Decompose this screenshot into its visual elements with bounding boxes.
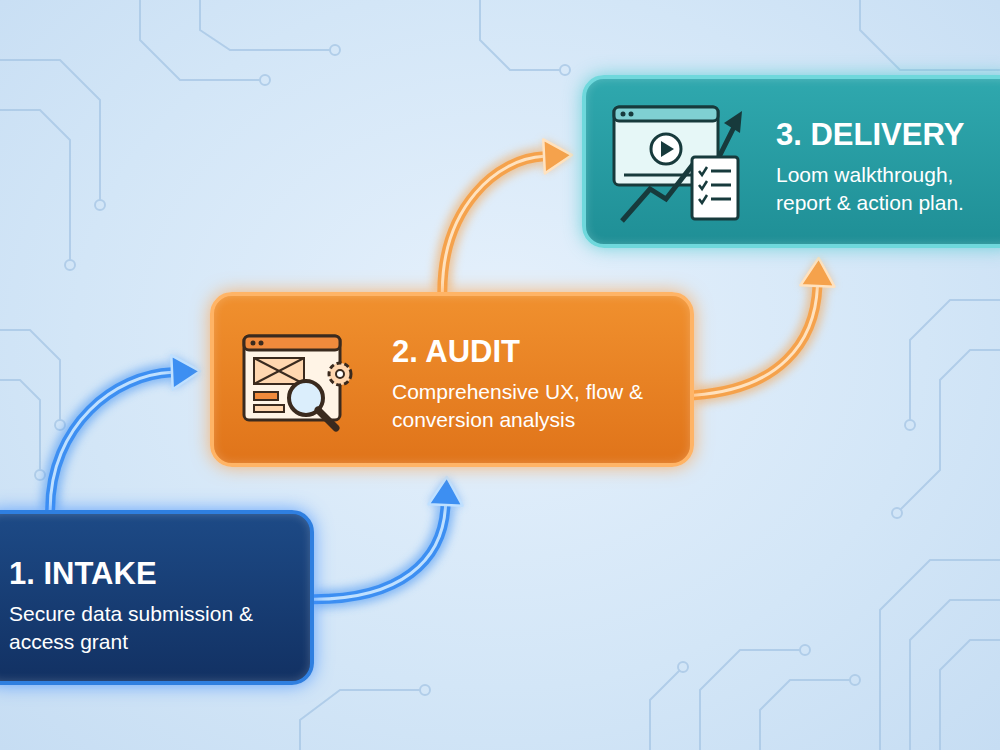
- text-block: 3. DELIVERY Loom walkthrough, report & ac…: [776, 117, 1000, 217]
- flow-arrow: [694, 258, 834, 395]
- text-block: 1. INTAKE Secure data submission & access…: [9, 556, 294, 656]
- process-box: 2. AUDIT Comprehensive UX, flow & convers…: [210, 292, 694, 467]
- step-heading: 2. AUDIT: [392, 334, 674, 370]
- step-heading: 3. DELIVERY: [776, 117, 1000, 153]
- process-box: 3. DELIVERY Loom walkthrough, report & ac…: [582, 75, 1000, 248]
- step-description: Comprehensive UX, flow & conversion anal…: [392, 378, 674, 434]
- step-description: Loom walkthrough, report & action plan.: [776, 161, 1000, 217]
- text-block: 2. AUDIT Comprehensive UX, flow & convers…: [392, 334, 674, 434]
- step-description: Secure data submission & access grant: [9, 600, 294, 656]
- flow-arrow: [314, 477, 463, 599]
- flow-arrow: [50, 355, 200, 510]
- audit-icon: [240, 330, 360, 435]
- flow-arrow: [442, 139, 572, 292]
- step-heading: 1. INTAKE: [9, 556, 294, 592]
- process-box: 1. INTAKE Secure data submission & access…: [0, 510, 314, 685]
- delivery-icon: [610, 101, 750, 226]
